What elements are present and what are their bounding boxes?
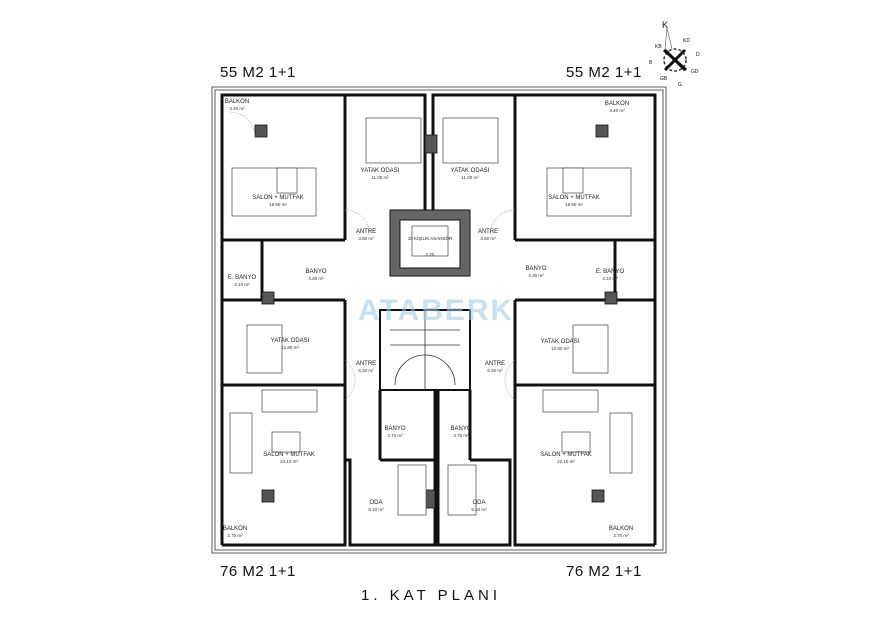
room-area: 6.30 m² [487,368,503,373]
room-area: 19.60 m² [269,202,287,207]
room-name: SALON + MUTFAK [252,195,304,201]
room-name: BALKON [605,101,629,107]
room-area: 3.10 m² [234,282,250,287]
room-name: BANYO [450,426,471,432]
room-name: BANYO [384,426,405,432]
room-area: 3.70 m² [453,433,469,438]
room-area: 6.30 m² [358,368,374,373]
room-name: BANYO [525,266,546,272]
building-outline [211,86,667,554]
room-area: 11.00 m² [371,175,389,180]
room-name: 10 KİŞİLİK ASANSÖR [408,235,453,241]
room-name: BANYO [305,269,326,275]
room-area: 3.60 m² [480,236,496,241]
compass-south: G [678,82,682,88]
room-area: 12.80 m² [281,345,299,350]
unit-label-bottom-right: 76 M2 1+1 [566,563,642,580]
room-name: YATAK ODASI [541,339,580,345]
room-name: E. BANYO [228,275,257,281]
room-area: 3.40 m² [229,106,245,111]
room-name: ANTRE [356,229,376,235]
room-name: BALKON [223,526,247,532]
compass-icon: K KB KD B D GB GD G [649,20,700,88]
room-area: 4.30 m² [528,273,544,278]
room-name: SALON + MUTFAK [540,452,592,458]
room-area: 2.70 m² [613,533,629,538]
walls [220,93,657,547]
compass-ne: KD [683,38,690,44]
room-area: 12.80 m² [551,346,569,351]
unit-label-top-right: 55 M2 1+1 [566,64,642,81]
compass-nw: KB [655,44,662,50]
room-area: 8.10 m² [368,507,384,512]
compass-east: D [696,52,700,58]
room-name: BALKON [225,99,249,105]
room-area: 2.70 m² [227,533,243,538]
unit-label-top-left: 55 M2 1+1 [220,64,296,81]
room-name: YATAK ODASI [271,338,310,344]
watermark: ATABERK [358,294,514,327]
room-area: 3.10 m² [602,276,618,281]
room-name: SALON + MUTFAK [548,195,600,201]
room-name: ANTRE [485,361,505,367]
room-area: 22.10 m² [557,459,575,464]
room-area: 22.10 m² [280,459,298,464]
compass-west: B [649,60,653,66]
room-labels: BALKON 3.40 m² SALON + MUTFAK 19.60 m² Y… [223,99,633,538]
room-name: E. BANYO [596,269,625,275]
unit-label-bottom-left: 76 M2 1+1 [220,563,296,580]
room-name: ODA [472,500,485,506]
compass-sw: GB [660,76,668,82]
furniture [229,111,633,516]
room-name: ODA [369,500,382,506]
room-area: 3.70 m² [387,433,403,438]
room-area: 8.10 m² [471,507,487,512]
room-name: YATAK ODASI [361,168,400,174]
room-area: 19.60 m² [565,202,583,207]
room-area: 3.40 m² [609,108,625,113]
plan-title: 1. KAT PLANI [361,587,501,604]
room-area: 3.60 m² [358,236,374,241]
room-name: ANTRE [356,361,376,367]
compass-se: GD [691,69,699,75]
room-name: BALKON [609,526,633,532]
room-area: 11.00 m² [461,175,479,180]
room-area: 4.30 m² [308,276,324,281]
room-name: ANTRE [478,229,498,235]
room-name: YATAK ODASI [451,168,490,174]
room-name: SALON + MUTFAK [263,452,315,458]
compass-north: K [662,20,668,30]
room-area: 2.25 [426,252,435,257]
